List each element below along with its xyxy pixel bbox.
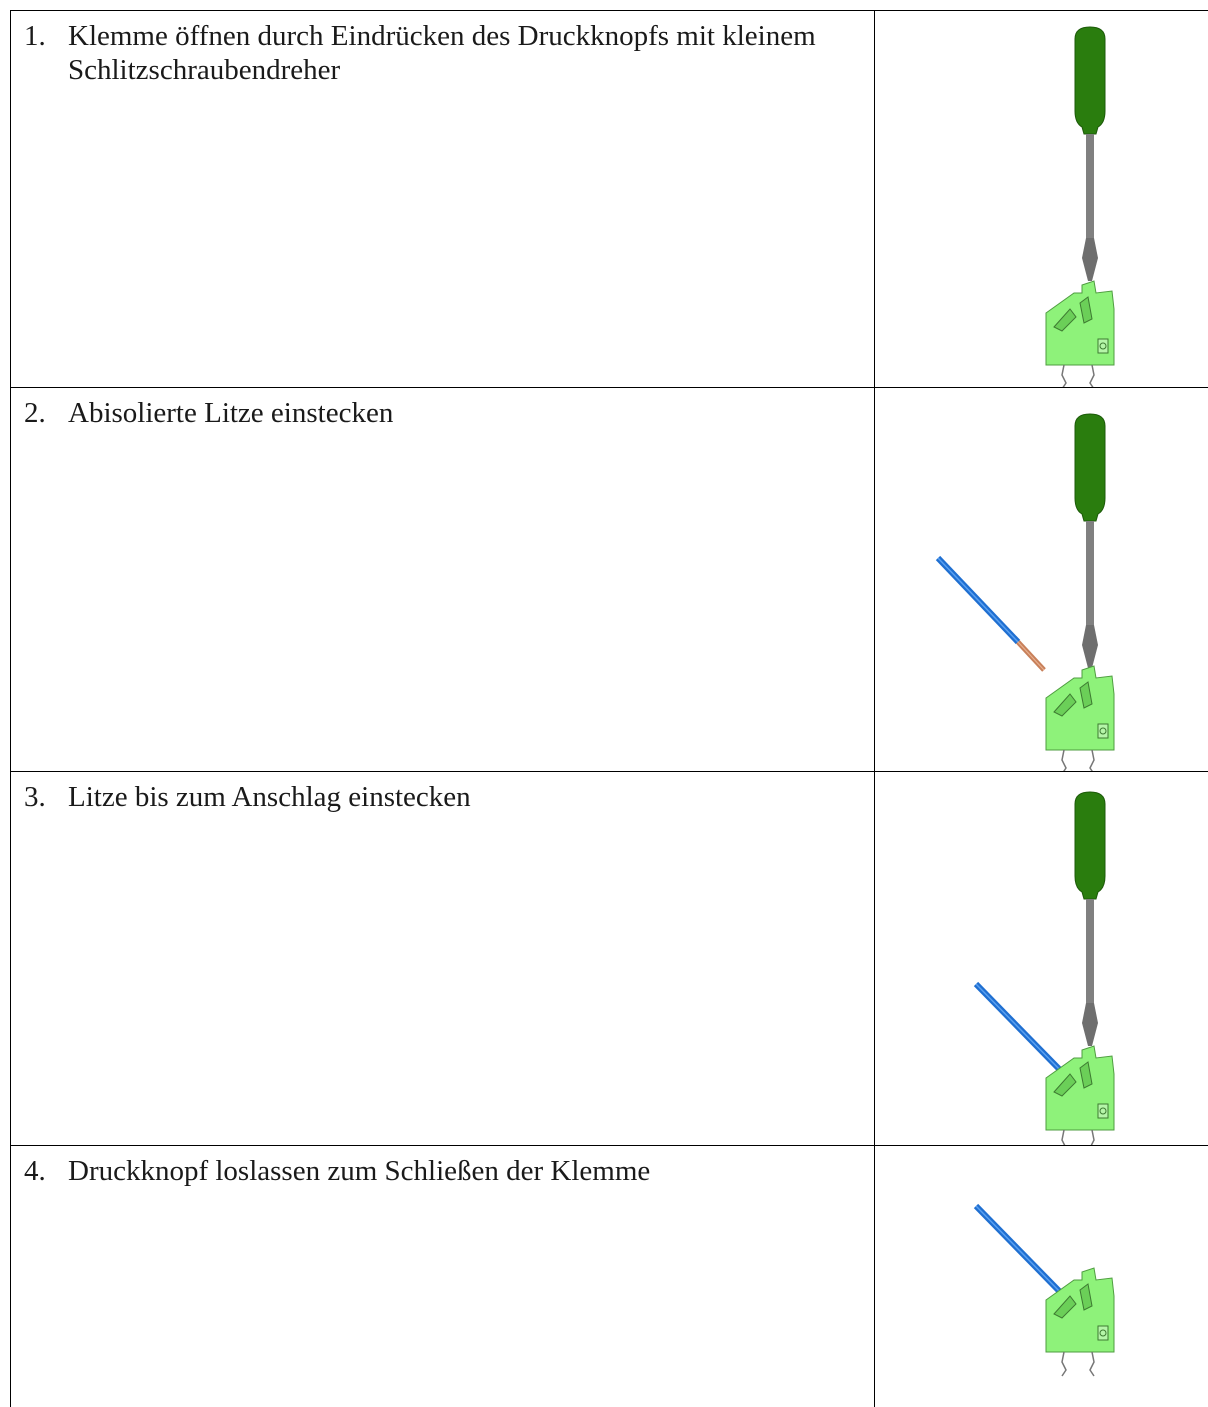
step-2-text-cell: 2. Abisolierte Litze einstecken [10, 396, 830, 430]
screwdriver-tip [1082, 238, 1098, 281]
step-3-text-cell: 3. Litze bis zum Anschlag einstecken [10, 780, 830, 814]
step-2-description: Abisolierte Litze einstecken [68, 397, 394, 429]
terminal-block [1045, 1045, 1115, 1146]
step-2-illustration [876, 388, 1208, 772]
screwdriver-tip [1082, 625, 1098, 668]
step-4-number: 4. [24, 1155, 46, 1187]
screwdriver-handle [1074, 413, 1106, 522]
screwdriver-shaft [1086, 521, 1094, 625]
terminal-block [1045, 1267, 1115, 1377]
step-1-text-cell: 1. Klemme öffnen durch Eindrücken des Dr… [10, 19, 830, 87]
step-row-3: 3. Litze bis zum Anschlag einstecken [10, 771, 1208, 1146]
step-4-illustration [876, 1146, 1208, 1407]
step-1-illustration [876, 11, 1208, 388]
step-1-number: 1. [24, 20, 46, 52]
terminal-block [1045, 280, 1115, 388]
stripped-wire [935, 555, 1046, 672]
step-4-description: Druckknopf loslassen zum Schließen der K… [68, 1155, 651, 1187]
inserted-wire [973, 1203, 1067, 1299]
screwdriver-tip [1082, 1003, 1098, 1046]
step-row-2: 2. Abisolierte Litze einstecken [10, 387, 1208, 772]
screwdriver-handle [1074, 26, 1106, 135]
step-3-illustration [876, 772, 1208, 1146]
step-2-number: 2. [24, 397, 46, 429]
screwdriver-shaft [1086, 899, 1094, 1003]
step-3-description: Litze bis zum Anschlag einstecken [68, 781, 471, 813]
screwdriver-handle [1074, 791, 1106, 900]
step-4-text-cell: 4. Druckknopf loslassen zum Schließen de… [10, 1154, 830, 1188]
instruction-table: 1. Klemme öffnen durch Eindrücken des Dr… [10, 10, 1208, 1407]
terminal-block [1045, 665, 1115, 772]
step-row-4: 4. Druckknopf loslassen zum Schließen de… [10, 1145, 1208, 1407]
inserted-wire [973, 981, 1067, 1077]
step-row-1: 1. Klemme öffnen durch Eindrücken des Dr… [10, 10, 1208, 388]
step-1-description: Klemme öffnen durch Eindrücken des Druck… [68, 20, 816, 86]
step-3-number: 3. [24, 781, 46, 813]
screwdriver-shaft [1086, 134, 1094, 238]
